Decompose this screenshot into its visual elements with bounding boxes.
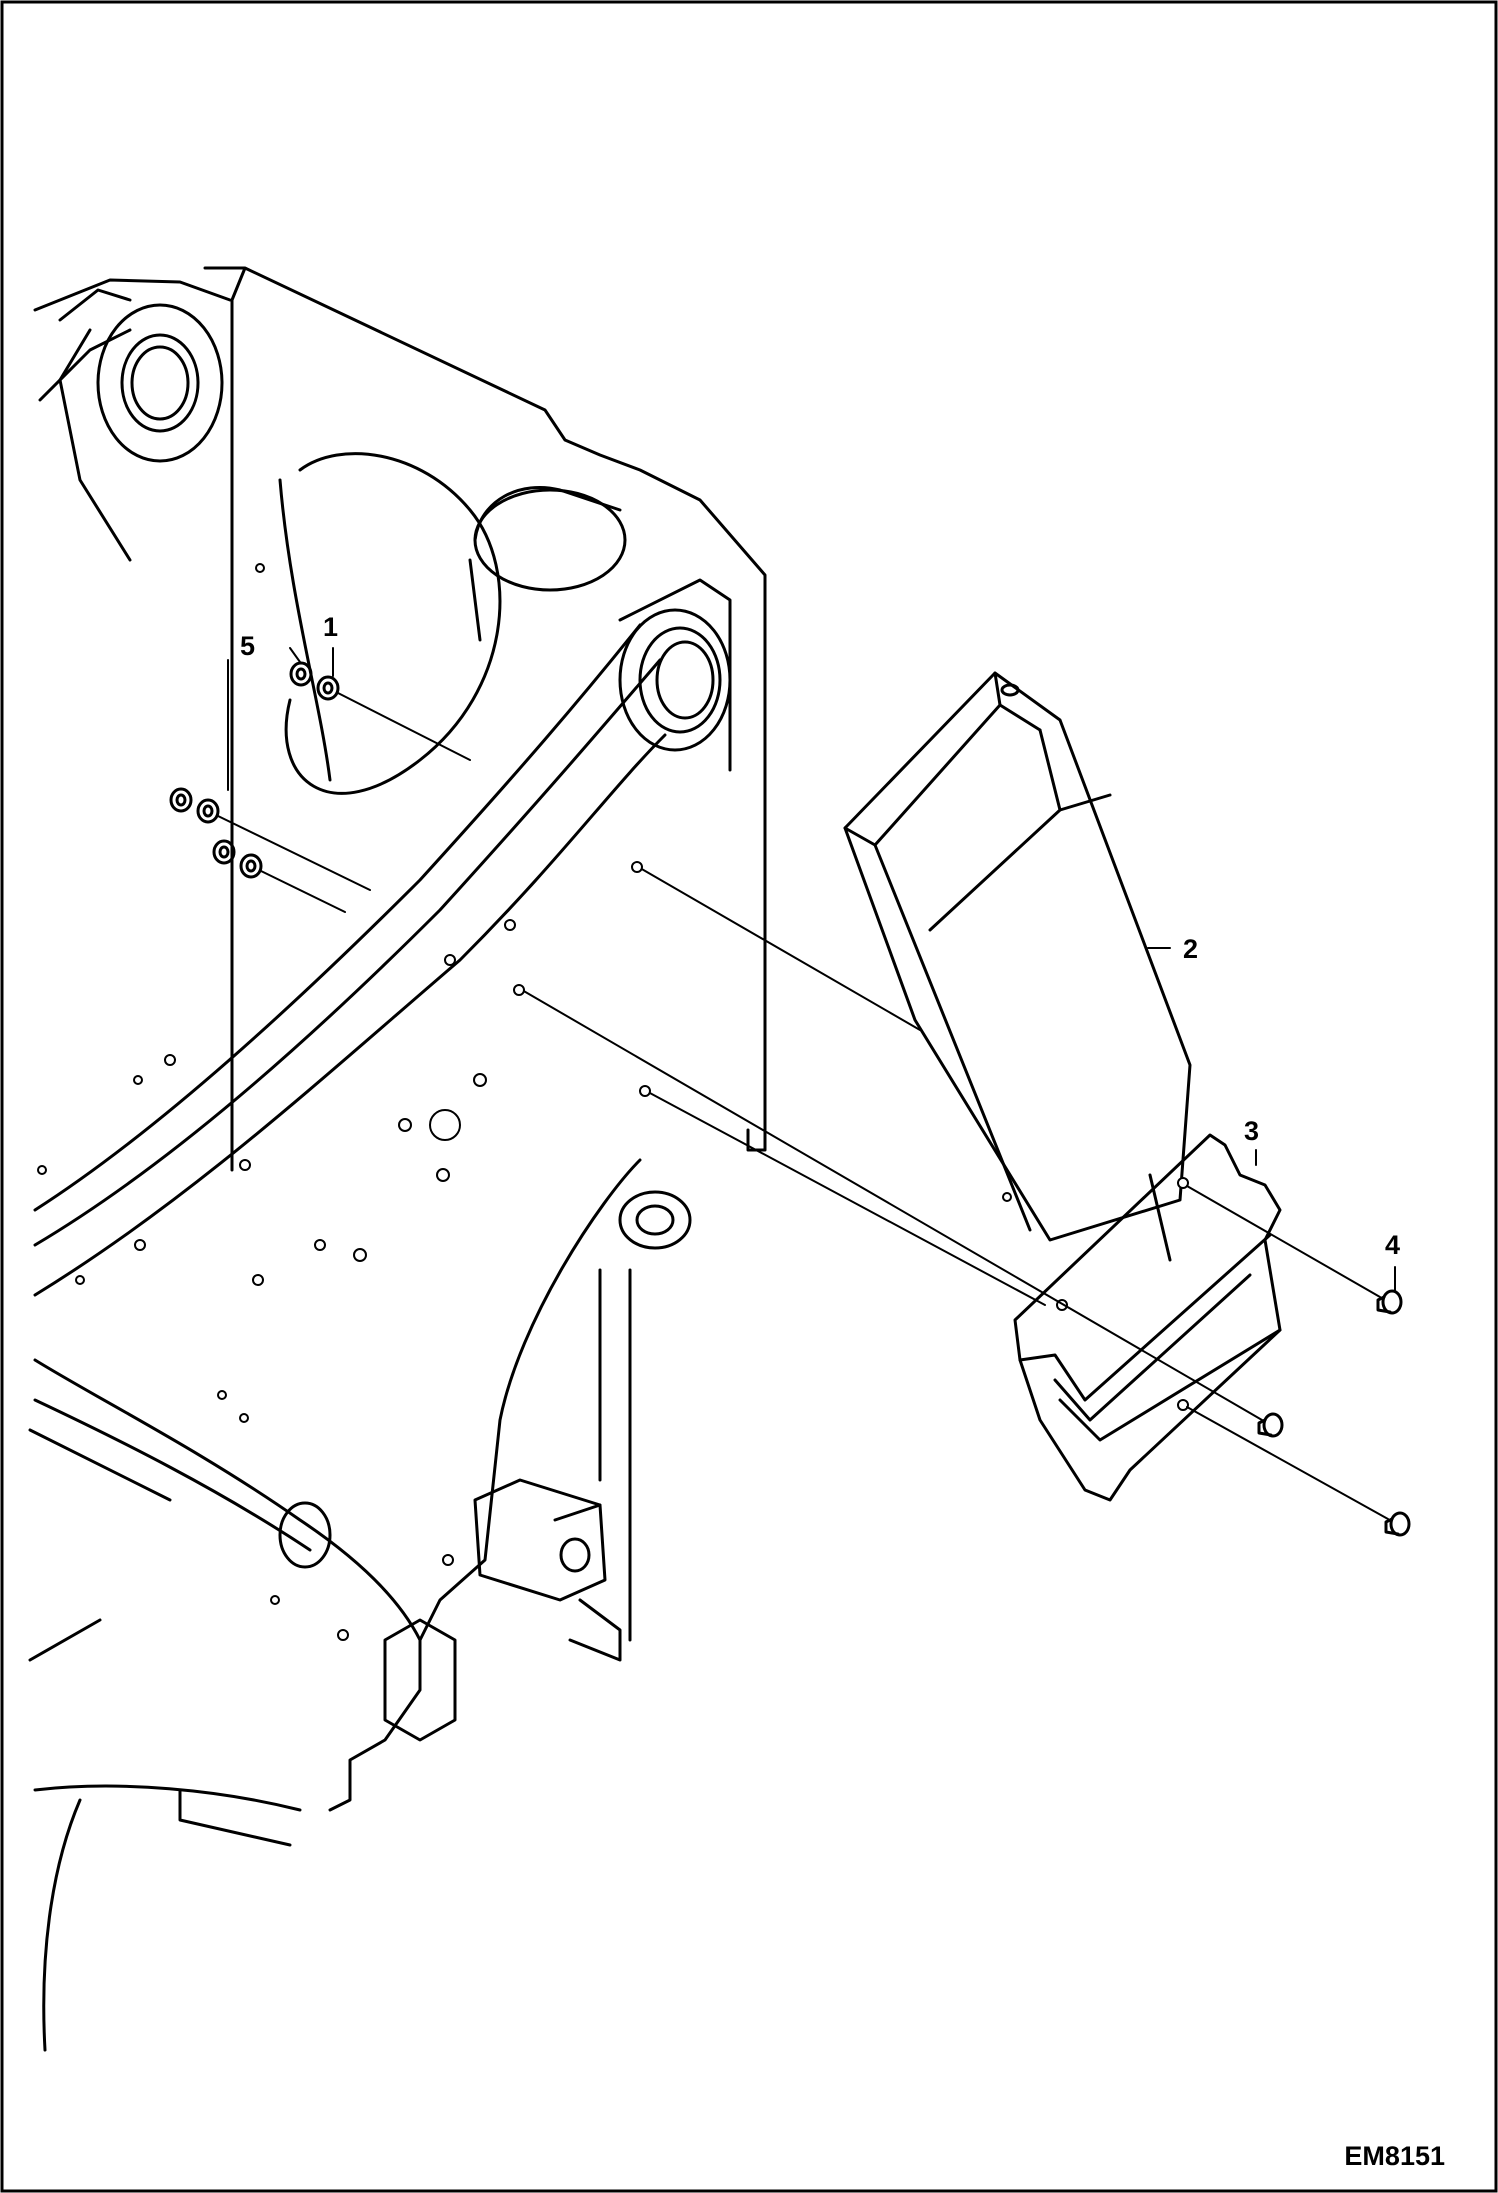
callout-2: 2 [1183,934,1198,964]
boom-frame [28,266,767,2052]
assembly-lines [217,692,1389,1520]
callout-4: 4 [1385,1230,1400,1260]
callout-3: 3 [1244,1116,1259,1146]
callout-1: 1 [323,612,338,642]
washer [196,798,220,824]
screw [1376,1289,1403,1315]
nut [212,839,236,865]
part-washers-nuts [169,661,340,879]
part-bracket-plate [1013,1133,1282,1502]
nut [289,661,313,687]
nut [169,787,193,813]
part-cover-box [843,671,1192,1242]
washer [316,675,340,701]
callout-leaders [227,647,1396,1291]
washer [239,853,263,879]
part-screws [1257,1289,1411,1537]
screw [1257,1412,1284,1438]
drawing-code: EM8151 [1344,2141,1445,2171]
callout-5: 5 [240,631,255,661]
screw [1384,1511,1411,1537]
